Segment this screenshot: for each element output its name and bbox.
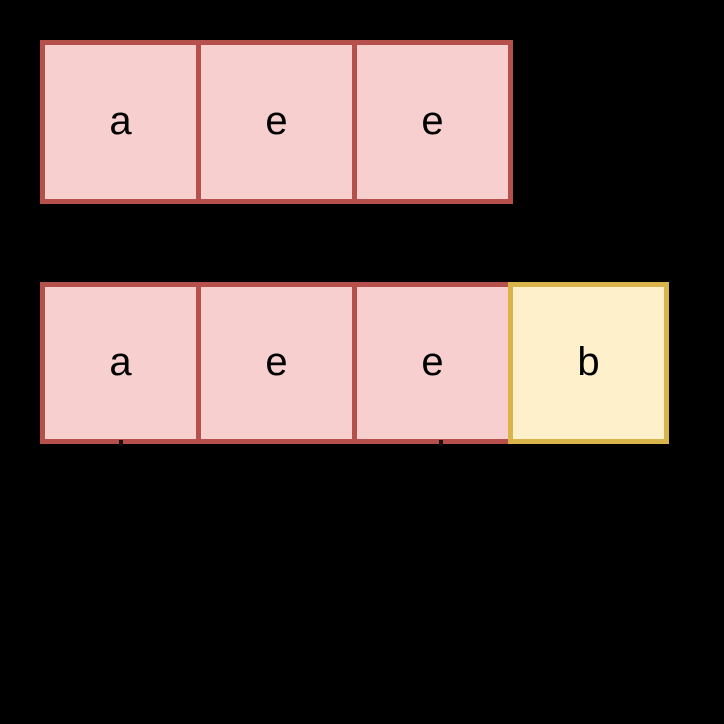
cell-label: b: [577, 340, 600, 384]
cell-row2-0[interactable]: a: [40, 282, 201, 444]
cell-row2-1[interactable]: e: [196, 282, 357, 444]
cell-row2-2[interactable]: e: [352, 282, 513, 444]
cell-label: a: [109, 340, 132, 384]
lower-sequence-row: a e e b: [40, 282, 669, 444]
cell-label: e: [421, 99, 444, 143]
cell-label: e: [265, 340, 288, 384]
clipped-mark-icon: [119, 440, 123, 446]
cell-row1-0[interactable]: a: [40, 40, 201, 204]
cell-row1-2[interactable]: e: [352, 40, 513, 204]
cell-row1-1[interactable]: e: [196, 40, 357, 204]
cell-label: e: [421, 340, 444, 384]
cell-label: e: [265, 99, 288, 143]
cell-label: a: [109, 99, 132, 143]
upper-sequence-row: a e e: [40, 40, 513, 204]
cell-row2-3-highlight[interactable]: b: [508, 282, 669, 444]
clipped-mark-icon: [439, 440, 443, 446]
